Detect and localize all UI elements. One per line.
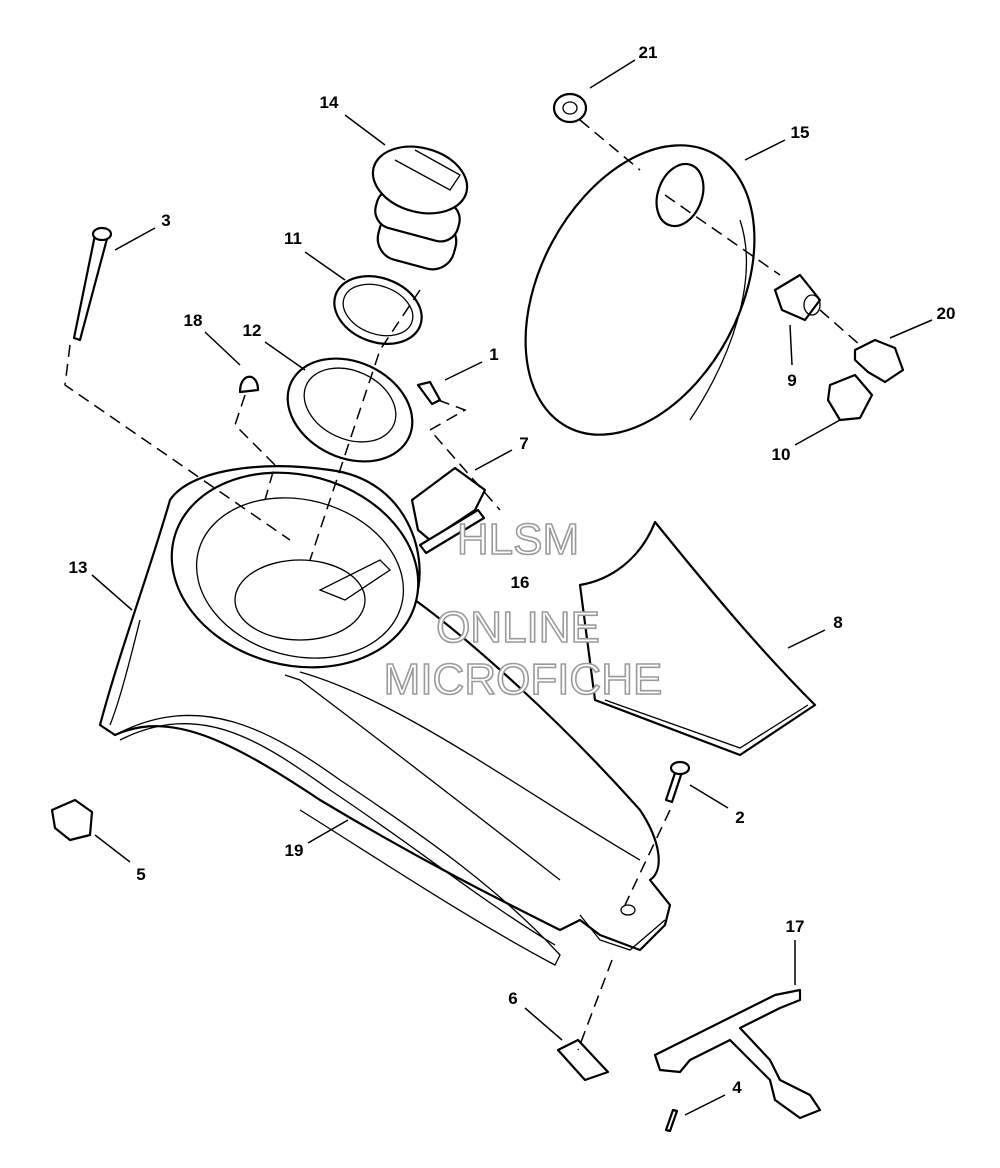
watermark: HLSM ONLINE MICROFICHE	[383, 514, 663, 705]
screw-4	[664, 1108, 679, 1133]
label-14: 14	[320, 93, 339, 112]
label-12: 12	[243, 321, 262, 340]
label-2: 2	[735, 808, 744, 827]
screw-1	[416, 380, 442, 406]
label-6: 6	[508, 989, 517, 1008]
label-17: 17	[786, 917, 805, 936]
pin-16	[418, 508, 486, 555]
label-16: 16	[511, 573, 530, 592]
label-19: 19	[285, 841, 304, 860]
label-21: 21	[639, 43, 658, 62]
label-15: 15	[791, 123, 810, 142]
gasket-11	[333, 275, 423, 345]
label-10: 10	[772, 445, 791, 464]
grommet-12	[286, 357, 414, 463]
label-18: 18	[184, 311, 203, 330]
tank-cover-15	[524, 144, 756, 436]
key-20	[853, 338, 905, 384]
nut-5	[50, 798, 94, 842]
watermark-line-3: MICROFICHE	[384, 655, 663, 704]
nut-21	[552, 92, 588, 124]
watermark-line-1: HLSM	[457, 515, 579, 564]
lock-10	[826, 373, 874, 422]
panel-8	[578, 520, 817, 757]
label-4: 4	[732, 1078, 742, 1097]
label-8: 8	[833, 613, 842, 632]
label-7: 7	[519, 434, 528, 453]
console-body	[98, 465, 672, 966]
label-11: 11	[284, 229, 302, 248]
screw-3	[72, 233, 110, 342]
part-labels: 21 15 14 3 11 20 18 12 1 9 7 10 13 16 8 …	[69, 43, 956, 1097]
leader-lines	[91, 59, 933, 1116]
label-5: 5	[136, 865, 145, 884]
label-9: 9	[787, 371, 796, 390]
plug-18	[238, 375, 260, 394]
clip-7	[410, 466, 487, 542]
label-3: 3	[161, 211, 170, 230]
assembly-lines	[64, 119, 861, 1051]
grommet-9	[773, 273, 822, 322]
label-13: 13	[69, 558, 88, 577]
nut-6	[556, 1038, 610, 1082]
label-1: 1	[489, 345, 498, 364]
label-20: 20	[937, 304, 956, 323]
bracket-17	[653, 988, 822, 1120]
watermark-line-2: ONLINE	[436, 603, 600, 652]
fuel-cap-14	[371, 145, 469, 271]
